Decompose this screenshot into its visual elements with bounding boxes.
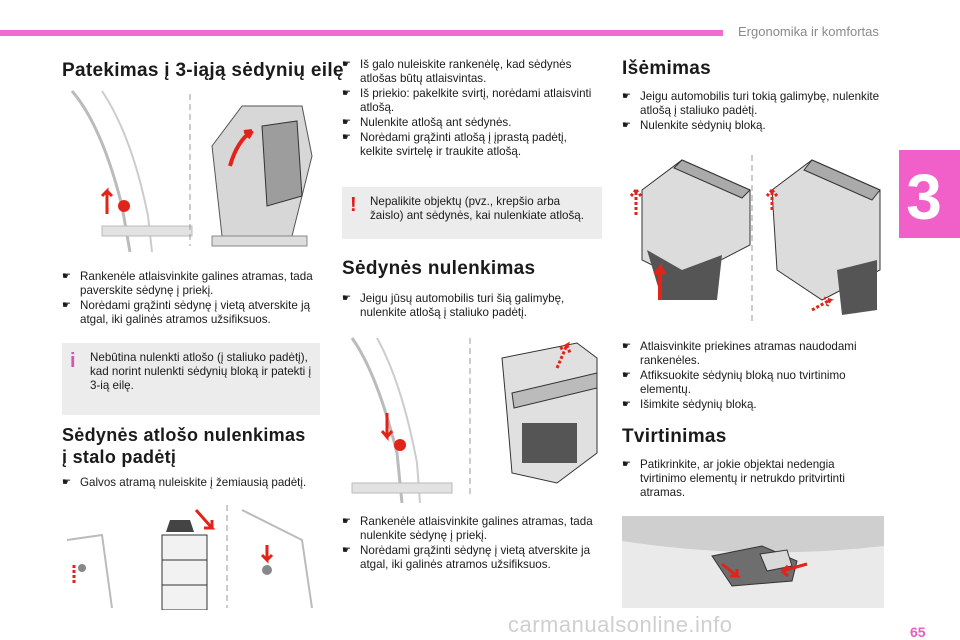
exclamation-icon: ! xyxy=(350,194,357,216)
list-item: ☛Norėdami grąžinti sėdynę į vietą atvers… xyxy=(342,544,591,571)
removal-mid-bullets: ☛Atlaisvinkite priekines atramas naudoda… xyxy=(622,340,884,413)
chapter-tab: 3 xyxy=(899,150,960,238)
fold-arrow-icon xyxy=(228,129,254,167)
fixing-bullets: ☛Patikrinkite, ar jokie objektai nedengi… xyxy=(622,458,884,501)
arrow-down-icon xyxy=(260,545,274,564)
page-number: 65 xyxy=(910,624,926,640)
list-item: ☛Jeigu jūsų automobilis turi šią galimyb… xyxy=(342,292,565,319)
figure-seat-access xyxy=(62,86,320,252)
header-accent-bar xyxy=(0,30,723,36)
arrow-up-icon xyxy=(555,341,572,369)
hand-pointer-icon: ☛ xyxy=(622,120,631,131)
list-item: ☛Atlaisvinkite priekines atramas naudoda… xyxy=(622,340,857,367)
list-item: ☛Galvos atramą nuleiskite į žemiausią pa… xyxy=(62,476,307,489)
figure-removal xyxy=(622,150,884,330)
arrow-right-icon xyxy=(811,296,834,312)
list-item: ☛Iš priekio: pakelkite svirtį, norėdami … xyxy=(342,87,592,114)
figure-fold-seat xyxy=(342,333,602,503)
arrow-icon xyxy=(721,562,742,578)
release-handle-icon xyxy=(118,200,130,212)
arrow-up-icon xyxy=(629,185,643,215)
list-item: ☛Nulenkite sėdynių bloką. xyxy=(622,119,766,132)
hand-pointer-icon: ☛ xyxy=(342,132,351,143)
hand-pointer-icon: ☛ xyxy=(622,399,631,410)
page-title: Patekimas į 3-iąją sėdynių eilę xyxy=(62,60,344,81)
figure-headrest xyxy=(62,500,320,610)
list-item: ☛Norėdami grąžinti atlošą į įprastą padė… xyxy=(342,131,567,158)
arrow-up-icon xyxy=(100,187,114,214)
list-item: ☛Išimkite sėdynių bloką. xyxy=(622,398,757,411)
hand-pointer-icon: ☛ xyxy=(62,477,71,488)
backrest-bullets: ☛Galvos atramą nuleiskite į žemiausią pa… xyxy=(62,476,322,491)
arrow-down-icon xyxy=(380,413,394,442)
figure-fixing xyxy=(622,516,884,608)
release-handle-icon xyxy=(394,439,406,451)
list-item: ☛Rankenėle atlaisvinkite galines atramas… xyxy=(342,515,593,542)
hand-pointer-icon: ☛ xyxy=(622,370,631,381)
hand-pointer-icon: ☛ xyxy=(342,88,351,99)
hand-pointer-icon: ☛ xyxy=(622,459,631,470)
watermark: carmanualsonline.info xyxy=(508,612,733,637)
list-item: ☛Iš galo nuleiskite rankenėlę, kad sėdyn… xyxy=(342,58,572,85)
section-header-title: Ergonomika ir komfortas xyxy=(738,24,879,39)
list-item: ☛Atfiksuokite sėdynių bloką nuo tvirtini… xyxy=(622,369,846,396)
info-note: i Nebūtina nulenkti atlošo (į staliuko p… xyxy=(62,343,320,415)
arrow-up-icon xyxy=(765,185,779,210)
section-title-removal: Išėmimas xyxy=(622,58,712,79)
hand-pointer-icon: ☛ xyxy=(342,117,351,128)
headrest-icon xyxy=(166,520,194,532)
hand-pointer-icon: ☛ xyxy=(62,300,71,311)
list-item: ☛Jeigu automobilis turi tokią galimybę, … xyxy=(622,90,880,117)
arrow-down-icon xyxy=(194,509,216,530)
list-item: ☛Nulenkite atlošą ant sėdynės. xyxy=(342,116,512,129)
list-item: ☛Rankenėle atlaisvinkite galines atramas… xyxy=(62,270,313,297)
arrow-up-icon xyxy=(653,262,667,300)
backrest-release-bullets: ☛Iš galo nuleiskite rankenėlę, kad sėdyn… xyxy=(342,58,602,160)
hand-pointer-icon: ☛ xyxy=(342,59,351,70)
hand-pointer-icon: ☛ xyxy=(622,91,631,102)
fold-seat-bullets: ☛Jeigu jūsų automobilis turi šią galimyb… xyxy=(342,292,602,321)
info-icon: i xyxy=(70,350,76,372)
fold-seat-bottom-bullets: ☛Rankenėle atlaisvinkite galines atramas… xyxy=(342,515,602,573)
hand-pointer-icon: ☛ xyxy=(622,341,631,352)
hand-pointer-icon: ☛ xyxy=(62,271,71,282)
chapter-number: 3 xyxy=(906,161,942,233)
removal-bullets: ☛Jeigu automobilis turi tokią galimybę, … xyxy=(622,90,882,134)
list-item: ☛Norėdami grąžinti sėdynę į vietą atvers… xyxy=(62,299,311,326)
section-title-fold-seat: Sėdynės nulenkimas xyxy=(342,258,536,279)
seat-access-illustration xyxy=(70,90,313,252)
warning-note: ! Nepalikite objektų (pvz., krepšio arba… xyxy=(342,187,602,239)
hand-pointer-icon: ☛ xyxy=(342,516,351,527)
access-bullets: ☛Rankenėle atlaisvinkite galines atramas… xyxy=(62,270,322,328)
arrow-icon xyxy=(781,562,808,578)
list-item: ☛Patikrinkite, ar jokie objektai nedengi… xyxy=(622,458,845,499)
section-title-fixing: Tvirtinimas xyxy=(622,426,727,447)
hand-pointer-icon: ☛ xyxy=(342,293,351,304)
hand-pointer-icon: ☛ xyxy=(342,545,351,556)
